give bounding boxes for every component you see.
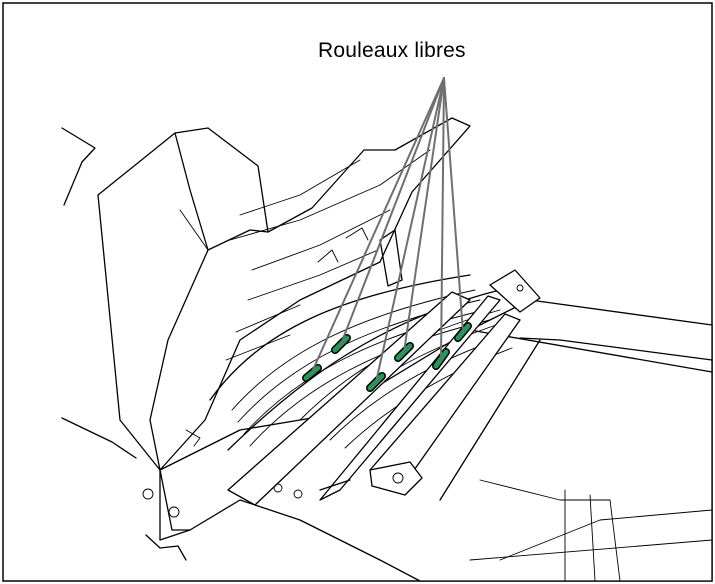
open-cover	[97, 117, 471, 471]
callout-lines	[311, 77, 464, 383]
roller-mark	[303, 365, 321, 381]
break-marks	[61, 127, 187, 561]
free-rollers-label: Rouleaux libres	[318, 39, 466, 62]
